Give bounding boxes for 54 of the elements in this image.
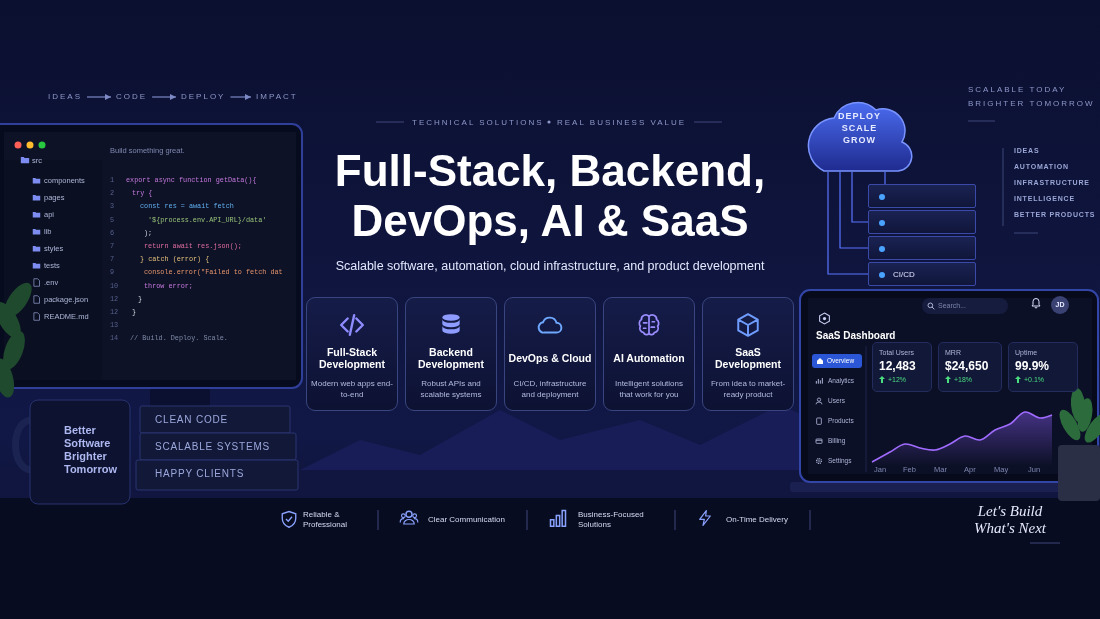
card-description: Intelligent solutions that work for you bbox=[613, 378, 684, 400]
server-unit bbox=[868, 184, 976, 208]
stat-value: 99.9% bbox=[1015, 359, 1051, 373]
card-description: Modern web apps end-to-end bbox=[310, 378, 394, 400]
headline: Full-Stack, Backend, DevOps, AI & SaaS bbox=[333, 146, 767, 246]
tagline-text: REAL BUSINESS VALUE bbox=[557, 118, 687, 128]
connector-line bbox=[884, 171, 886, 185]
service-card bbox=[603, 297, 695, 411]
tagline-text: TECHNICAL SOLUTIONS bbox=[412, 118, 544, 128]
connector-line bbox=[827, 171, 869, 275]
service-card bbox=[504, 297, 596, 411]
service-card bbox=[306, 297, 398, 411]
subtitle: Scalable software, automation, cloud infrastructure, and product development bbox=[334, 259, 766, 273]
server-label: CI/CD bbox=[893, 270, 915, 279]
tagline-text: SCALABLE TODAY bbox=[968, 85, 1067, 95]
service-card bbox=[702, 297, 794, 411]
flow-step-label: CODE bbox=[116, 92, 148, 102]
dashboard-title: SaaS Dashboard bbox=[816, 330, 896, 341]
card-title: Full-Stack Development bbox=[318, 345, 386, 371]
feature-label: Business-Focused Solutions bbox=[578, 510, 645, 530]
flow-step-label: IDEAS bbox=[48, 92, 82, 102]
card-description: From idea to market-ready product bbox=[709, 378, 787, 400]
stat-value: 12,483 bbox=[879, 359, 917, 373]
feature-label: Reliable & Professional bbox=[303, 510, 349, 530]
card-title: SaaS Development bbox=[714, 345, 782, 371]
server-unit bbox=[868, 236, 976, 260]
connector-line bbox=[839, 171, 869, 249]
cloud-label: DEPLOY SCALE GROW bbox=[837, 110, 882, 147]
server-unit bbox=[868, 210, 976, 234]
card-description: Robust APIs and scalable systems bbox=[419, 378, 483, 400]
stat-card bbox=[1008, 342, 1078, 392]
stat-card bbox=[872, 342, 932, 392]
feature-label: On-Time Delivery bbox=[726, 515, 788, 525]
flow-arrow bbox=[86, 94, 112, 100]
flow-arrow bbox=[151, 94, 177, 100]
feature-label: Clear Communication bbox=[428, 515, 505, 525]
flow-arrow bbox=[229, 94, 252, 100]
signature-text: Let's Build What's Next bbox=[973, 503, 1047, 537]
server-unit bbox=[868, 262, 976, 286]
service-card bbox=[405, 297, 497, 411]
card-title: AI Automation bbox=[613, 351, 685, 365]
flow-step-label: IMPACT bbox=[256, 92, 298, 102]
card-title: DevOps & Cloud bbox=[508, 351, 592, 365]
book-title: HAPPY CLIENTS bbox=[155, 468, 245, 479]
stat-value: $24,650 bbox=[945, 359, 990, 373]
mug-text: Better Software Brighter Tomorrow bbox=[64, 424, 118, 476]
book-title: SCALABLE SYSTEMS bbox=[155, 441, 271, 452]
tagline-text: BRIGHTER TOMORROW bbox=[968, 99, 1095, 109]
connector-line bbox=[851, 171, 869, 223]
book-title: CLEAN CODE bbox=[155, 414, 228, 425]
stat-card bbox=[938, 342, 1002, 392]
card-title: Backend Development bbox=[417, 345, 485, 371]
card-description: CI/CD, infrastructure and deployment bbox=[512, 378, 588, 400]
flow-step-label: DEPLOY bbox=[181, 92, 226, 102]
